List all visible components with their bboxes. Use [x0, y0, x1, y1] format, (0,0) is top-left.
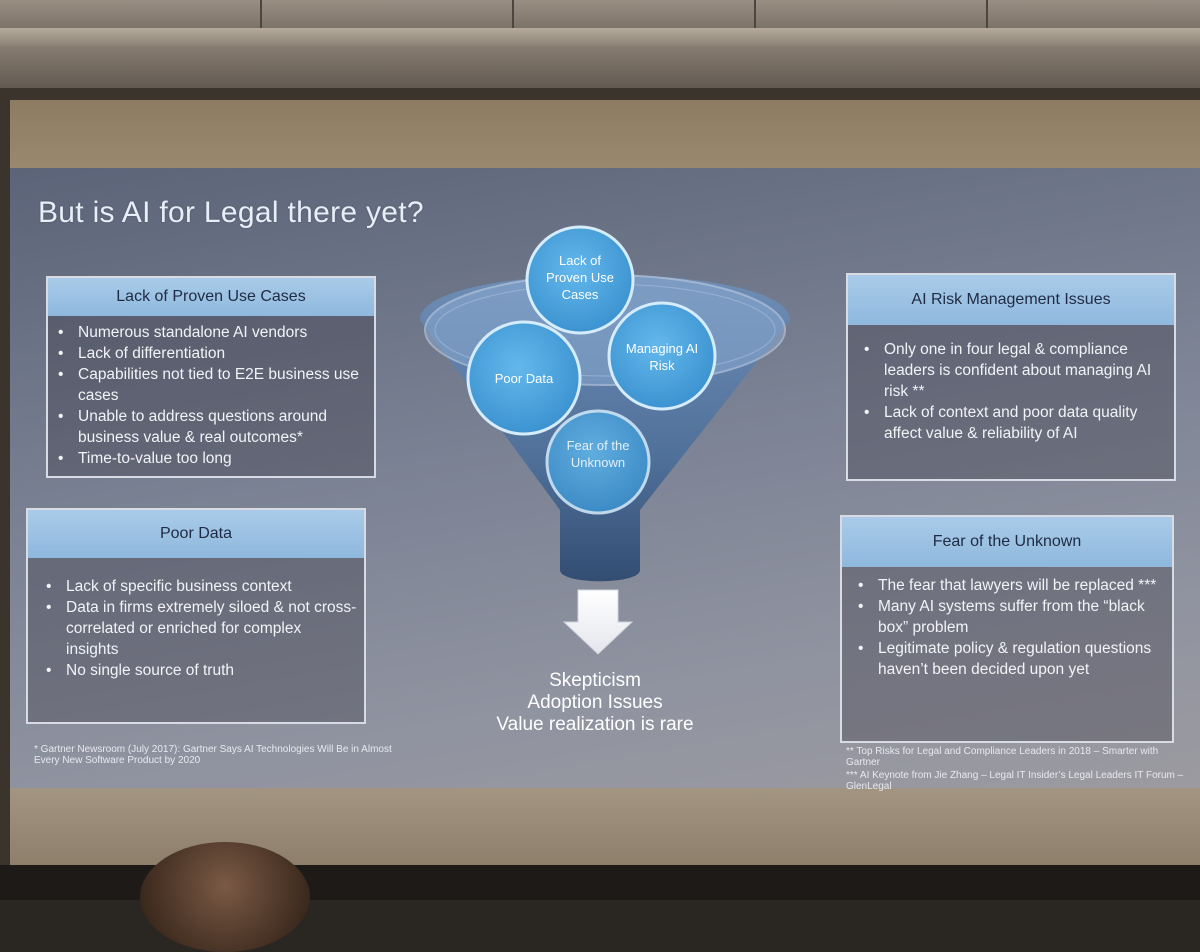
- outcome-adoption: Adoption Issues: [527, 692, 663, 713]
- box-header-fear: Fear of the Unknown: [842, 517, 1172, 567]
- footnote-right-2: *** AI Keynote from Jie Zhang – Legal IT…: [846, 770, 1184, 792]
- footnote-left: * Gartner Newsroom (July 2017): Gartner …: [34, 744, 392, 766]
- list-item: Lack of context and poor data quality af…: [858, 402, 1168, 444]
- footnote-right-1: ** Top Risks for Legal and Compliance Le…: [846, 746, 1159, 768]
- list-item: Only one in four legal & compliance lead…: [858, 339, 1168, 402]
- box-header-proven: Lack of Proven Use Cases: [48, 278, 374, 316]
- list-proven: Numerous standalone AI vendors Lack of d…: [52, 322, 370, 469]
- bubble-label-risk: Managing AI Risk: [625, 341, 699, 373]
- room-ceiling: [0, 0, 1200, 95]
- ceiling-tile: [514, 0, 756, 28]
- list-item: Data in firms extremely siloed & not cro…: [40, 597, 358, 660]
- bubble-fear: [545, 409, 651, 515]
- list-item: Legitimate policy & regulation questions…: [852, 638, 1164, 680]
- list-item: Capabilities not tied to E2E business us…: [52, 364, 370, 406]
- bubble-label-data: Poor Data: [494, 371, 554, 386]
- bubble-data: [466, 320, 582, 436]
- box-header-poor-data: Poor Data: [28, 510, 364, 558]
- list-item: No single source of truth: [40, 660, 358, 681]
- down-arrow: [562, 589, 634, 655]
- outcome-skepticism: Skepticism: [549, 670, 641, 691]
- funnel-outcomes: Skepticism Adoption Issues Value realiza…: [470, 670, 720, 736]
- box-poor-data: Poor Data Lack of specific business cont…: [26, 508, 366, 724]
- ceiling-tile: [0, 0, 262, 28]
- list-item: Numerous standalone AI vendors: [52, 322, 370, 343]
- bubble-proven: [525, 225, 635, 335]
- ceiling-tile: [756, 0, 988, 28]
- list-item: Lack of specific business context: [40, 576, 358, 597]
- projector-screen-top: [10, 100, 1200, 178]
- ceiling-beam: [0, 28, 1200, 46]
- funnel-diagram: [420, 225, 790, 655]
- bubble-label-fear: Fear of the Unknown: [566, 438, 630, 470]
- bubble-risk: [607, 301, 717, 411]
- list-fear: The fear that lawyers will be replaced *…: [852, 575, 1164, 680]
- outcome-value: Value realization is rare: [496, 714, 694, 735]
- ceiling-tile: [262, 0, 514, 28]
- bubble-label-proven: Lack of Proven Use Cases: [546, 253, 614, 302]
- list-item: Time-to-value too long: [52, 448, 370, 469]
- box-ai-risk: AI Risk Management Issues Only one in fo…: [846, 273, 1176, 481]
- box-proven-use-cases: Lack of Proven Use Cases Numerous standa…: [46, 276, 376, 478]
- list-item: Unable to address questions around busin…: [52, 406, 370, 448]
- ceiling-tile: [988, 0, 1200, 28]
- list-ai-risk: Only one in four legal & compliance lead…: [858, 339, 1168, 444]
- list-item: The fear that lawyers will be replaced *…: [852, 575, 1164, 596]
- list-item: Lack of differentiation: [52, 343, 370, 364]
- audience-head: [140, 842, 310, 952]
- list-poor-data: Lack of specific business context Data i…: [40, 576, 358, 681]
- box-header-ai-risk: AI Risk Management Issues: [848, 275, 1174, 325]
- list-item: Many AI systems suffer from the “black b…: [852, 596, 1164, 638]
- box-fear-unknown: Fear of the Unknown The fear that lawyer…: [840, 515, 1174, 743]
- slide-title: But is AI for Legal there yet?: [38, 196, 424, 229]
